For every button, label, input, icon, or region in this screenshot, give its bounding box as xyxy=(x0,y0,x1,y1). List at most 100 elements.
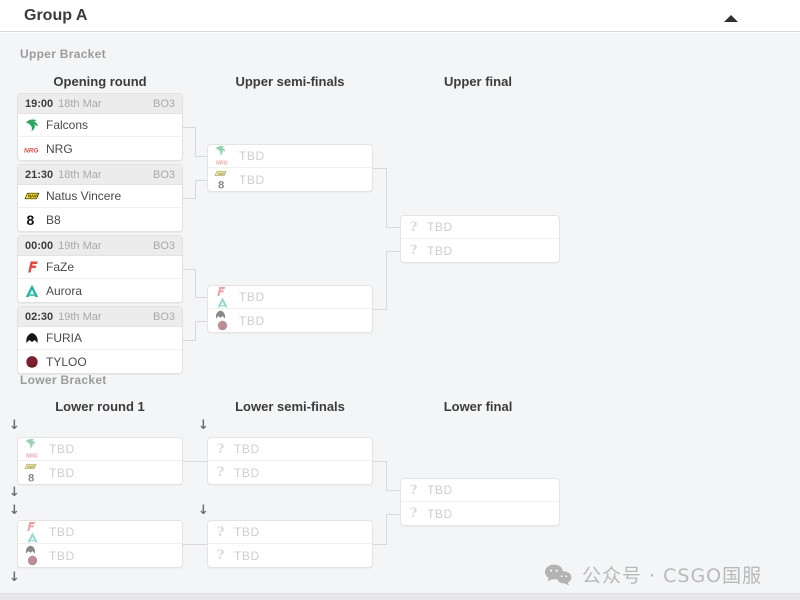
bracket-connector xyxy=(195,180,196,199)
drop-arrow-icon: ↓ xyxy=(9,418,20,433)
unknown-team-icon: ? xyxy=(409,506,418,521)
collapse-arrow-icon[interactable] xyxy=(724,15,738,22)
tbd-slot[interactable]: TBD xyxy=(18,521,182,544)
tbd-label: TBD xyxy=(239,172,265,187)
lower-bracket-label: Lower Bracket xyxy=(20,373,107,387)
column-header-opening-round: Opening round xyxy=(53,74,147,89)
tbd-slot[interactable]: ? TBD xyxy=(208,544,372,567)
tbd-label: TBD xyxy=(49,442,75,456)
tbd-label: TBD xyxy=(427,243,453,258)
match-opening-1[interactable]: 19:00 18th Mar BO3 Falcons NRG xyxy=(17,93,183,161)
tbd-slot[interactable]: ? TBD xyxy=(401,479,559,502)
bracket-connector xyxy=(386,514,387,545)
falcons-logo-icon xyxy=(24,117,40,133)
furia-logo-icon xyxy=(24,330,40,346)
tbd-slot[interactable]: TBD xyxy=(18,438,182,461)
match-header: 02:30 19th Mar BO3 xyxy=(18,307,182,327)
match-format: BO3 xyxy=(152,97,175,110)
match-lower-round1-1[interactable]: TBD TBD xyxy=(17,437,183,485)
team-row-faze[interactable]: FaZe xyxy=(18,256,182,279)
bracket-connector xyxy=(195,269,196,298)
tbd-slot[interactable]: ? TBD xyxy=(401,239,559,262)
group-header[interactable]: Group A xyxy=(0,0,800,32)
tbd-label: TBD xyxy=(427,506,453,521)
match-upper-semifinal-1[interactable]: TBD TBD xyxy=(207,144,373,192)
team-row-aurora[interactable]: Aurora xyxy=(18,279,182,302)
match-time: 19:00 xyxy=(25,97,54,110)
bracket-connector xyxy=(195,297,207,298)
tbd-slot[interactable]: TBD xyxy=(208,286,372,309)
tbd-label: TBD xyxy=(239,313,265,328)
team-name: FaZe xyxy=(46,260,75,274)
column-header-lower-round-1: Lower round 1 xyxy=(55,399,145,414)
tbd-slot[interactable]: TBD xyxy=(18,544,182,567)
unknown-team-icon: ? xyxy=(409,243,418,258)
match-format: BO3 xyxy=(152,239,175,252)
match-opening-3[interactable]: 00:00 19th Mar BO3 FaZe Aurora xyxy=(17,235,183,303)
tbd-label: TBD xyxy=(239,290,265,304)
match-header: 19:00 18th Mar BO3 xyxy=(18,94,182,114)
match-format: BO3 xyxy=(152,168,175,181)
team-row-navi[interactable]: Natus Vincere xyxy=(18,185,182,208)
team-row-nrg[interactable]: NRG xyxy=(18,137,182,160)
match-lower-final[interactable]: ? TBD ? TBD xyxy=(400,478,560,526)
bracket-connector xyxy=(386,227,400,228)
team-row-falcons[interactable]: Falcons xyxy=(18,114,182,137)
faded-furia-tyloo-logos-icon xyxy=(214,309,232,332)
faded-falcons-nrg-logos-icon xyxy=(24,438,42,461)
match-upper-final[interactable]: ? TBD ? TBD xyxy=(400,215,560,263)
faded-faze-aurora-logos-icon xyxy=(24,521,42,544)
match-lower-semifinal-2[interactable]: ? TBD ? TBD xyxy=(207,520,373,568)
watermark-text: 公众号 · CSGO国服 xyxy=(582,565,763,587)
column-header-upper-final: Upper final xyxy=(444,74,512,89)
bracket-connector xyxy=(183,544,207,545)
bracket-connector xyxy=(195,127,196,157)
tbd-slot[interactable]: ? TBD xyxy=(208,438,372,461)
bracket-connector xyxy=(373,168,387,169)
match-lower-semifinal-1[interactable]: ? TBD ? TBD xyxy=(207,437,373,485)
bracket-connector xyxy=(183,340,196,341)
bracket-connector xyxy=(373,309,387,310)
team-row-furia[interactable]: FURIA xyxy=(18,327,182,350)
team-row-b8[interactable]: B8 xyxy=(18,208,182,231)
tbd-label: TBD xyxy=(427,483,453,497)
tbd-slot[interactable]: TBD xyxy=(208,309,372,332)
match-lower-round1-2[interactable]: TBD TBD xyxy=(17,520,183,568)
tbd-slot[interactable]: ? TBD xyxy=(208,461,372,484)
tbd-slot[interactable]: TBD xyxy=(18,461,182,484)
match-time: 21:30 xyxy=(25,168,54,181)
tbd-slot[interactable]: ? TBD xyxy=(401,216,559,239)
drop-arrow-icon: ↓ xyxy=(198,418,209,433)
unknown-team-icon: ? xyxy=(409,219,418,235)
match-upper-semifinal-2[interactable]: TBD TBD xyxy=(207,285,373,333)
tbd-slot[interactable]: TBD xyxy=(208,145,372,168)
drop-arrow-icon: ↓ xyxy=(9,503,20,518)
match-opening-2[interactable]: 21:30 18th Mar BO3 Natus Vincere B8 xyxy=(17,164,183,232)
upper-bracket-label: Upper Bracket xyxy=(20,47,106,61)
team-name: FURIA xyxy=(46,331,82,345)
tbd-slot[interactable]: TBD xyxy=(208,168,372,191)
group-title: Group A xyxy=(24,7,88,24)
faded-falcons-nrg-logos-icon xyxy=(214,145,232,168)
tbd-slot[interactable]: ? TBD xyxy=(208,521,372,544)
bracket-connector xyxy=(183,269,196,270)
column-header-lower-semifinals: Lower semi-finals xyxy=(235,399,345,414)
bracket-connector xyxy=(195,156,207,157)
drop-arrow-icon: ↓ xyxy=(9,570,20,585)
match-date: 19th Mar xyxy=(58,239,102,252)
tbd-label: TBD xyxy=(49,465,75,480)
drop-arrow-icon: ↓ xyxy=(198,503,209,518)
bracket-connector xyxy=(195,321,196,341)
tbd-label: TBD xyxy=(234,525,260,539)
bracket-connector xyxy=(373,544,387,545)
faded-navi-b8-logos-icon xyxy=(214,168,232,191)
tbd-slot[interactable]: ? TBD xyxy=(401,502,559,525)
team-row-tyloo[interactable]: TYLOO xyxy=(18,350,182,373)
match-opening-4[interactable]: 02:30 19th Mar BO3 FURIA TYLOO xyxy=(17,306,183,374)
bracket-connector xyxy=(386,251,387,310)
tbd-label: TBD xyxy=(49,525,75,539)
b8-logo-icon xyxy=(24,212,40,228)
unknown-team-icon: ? xyxy=(216,548,225,563)
team-name: Natus Vincere xyxy=(46,189,122,203)
